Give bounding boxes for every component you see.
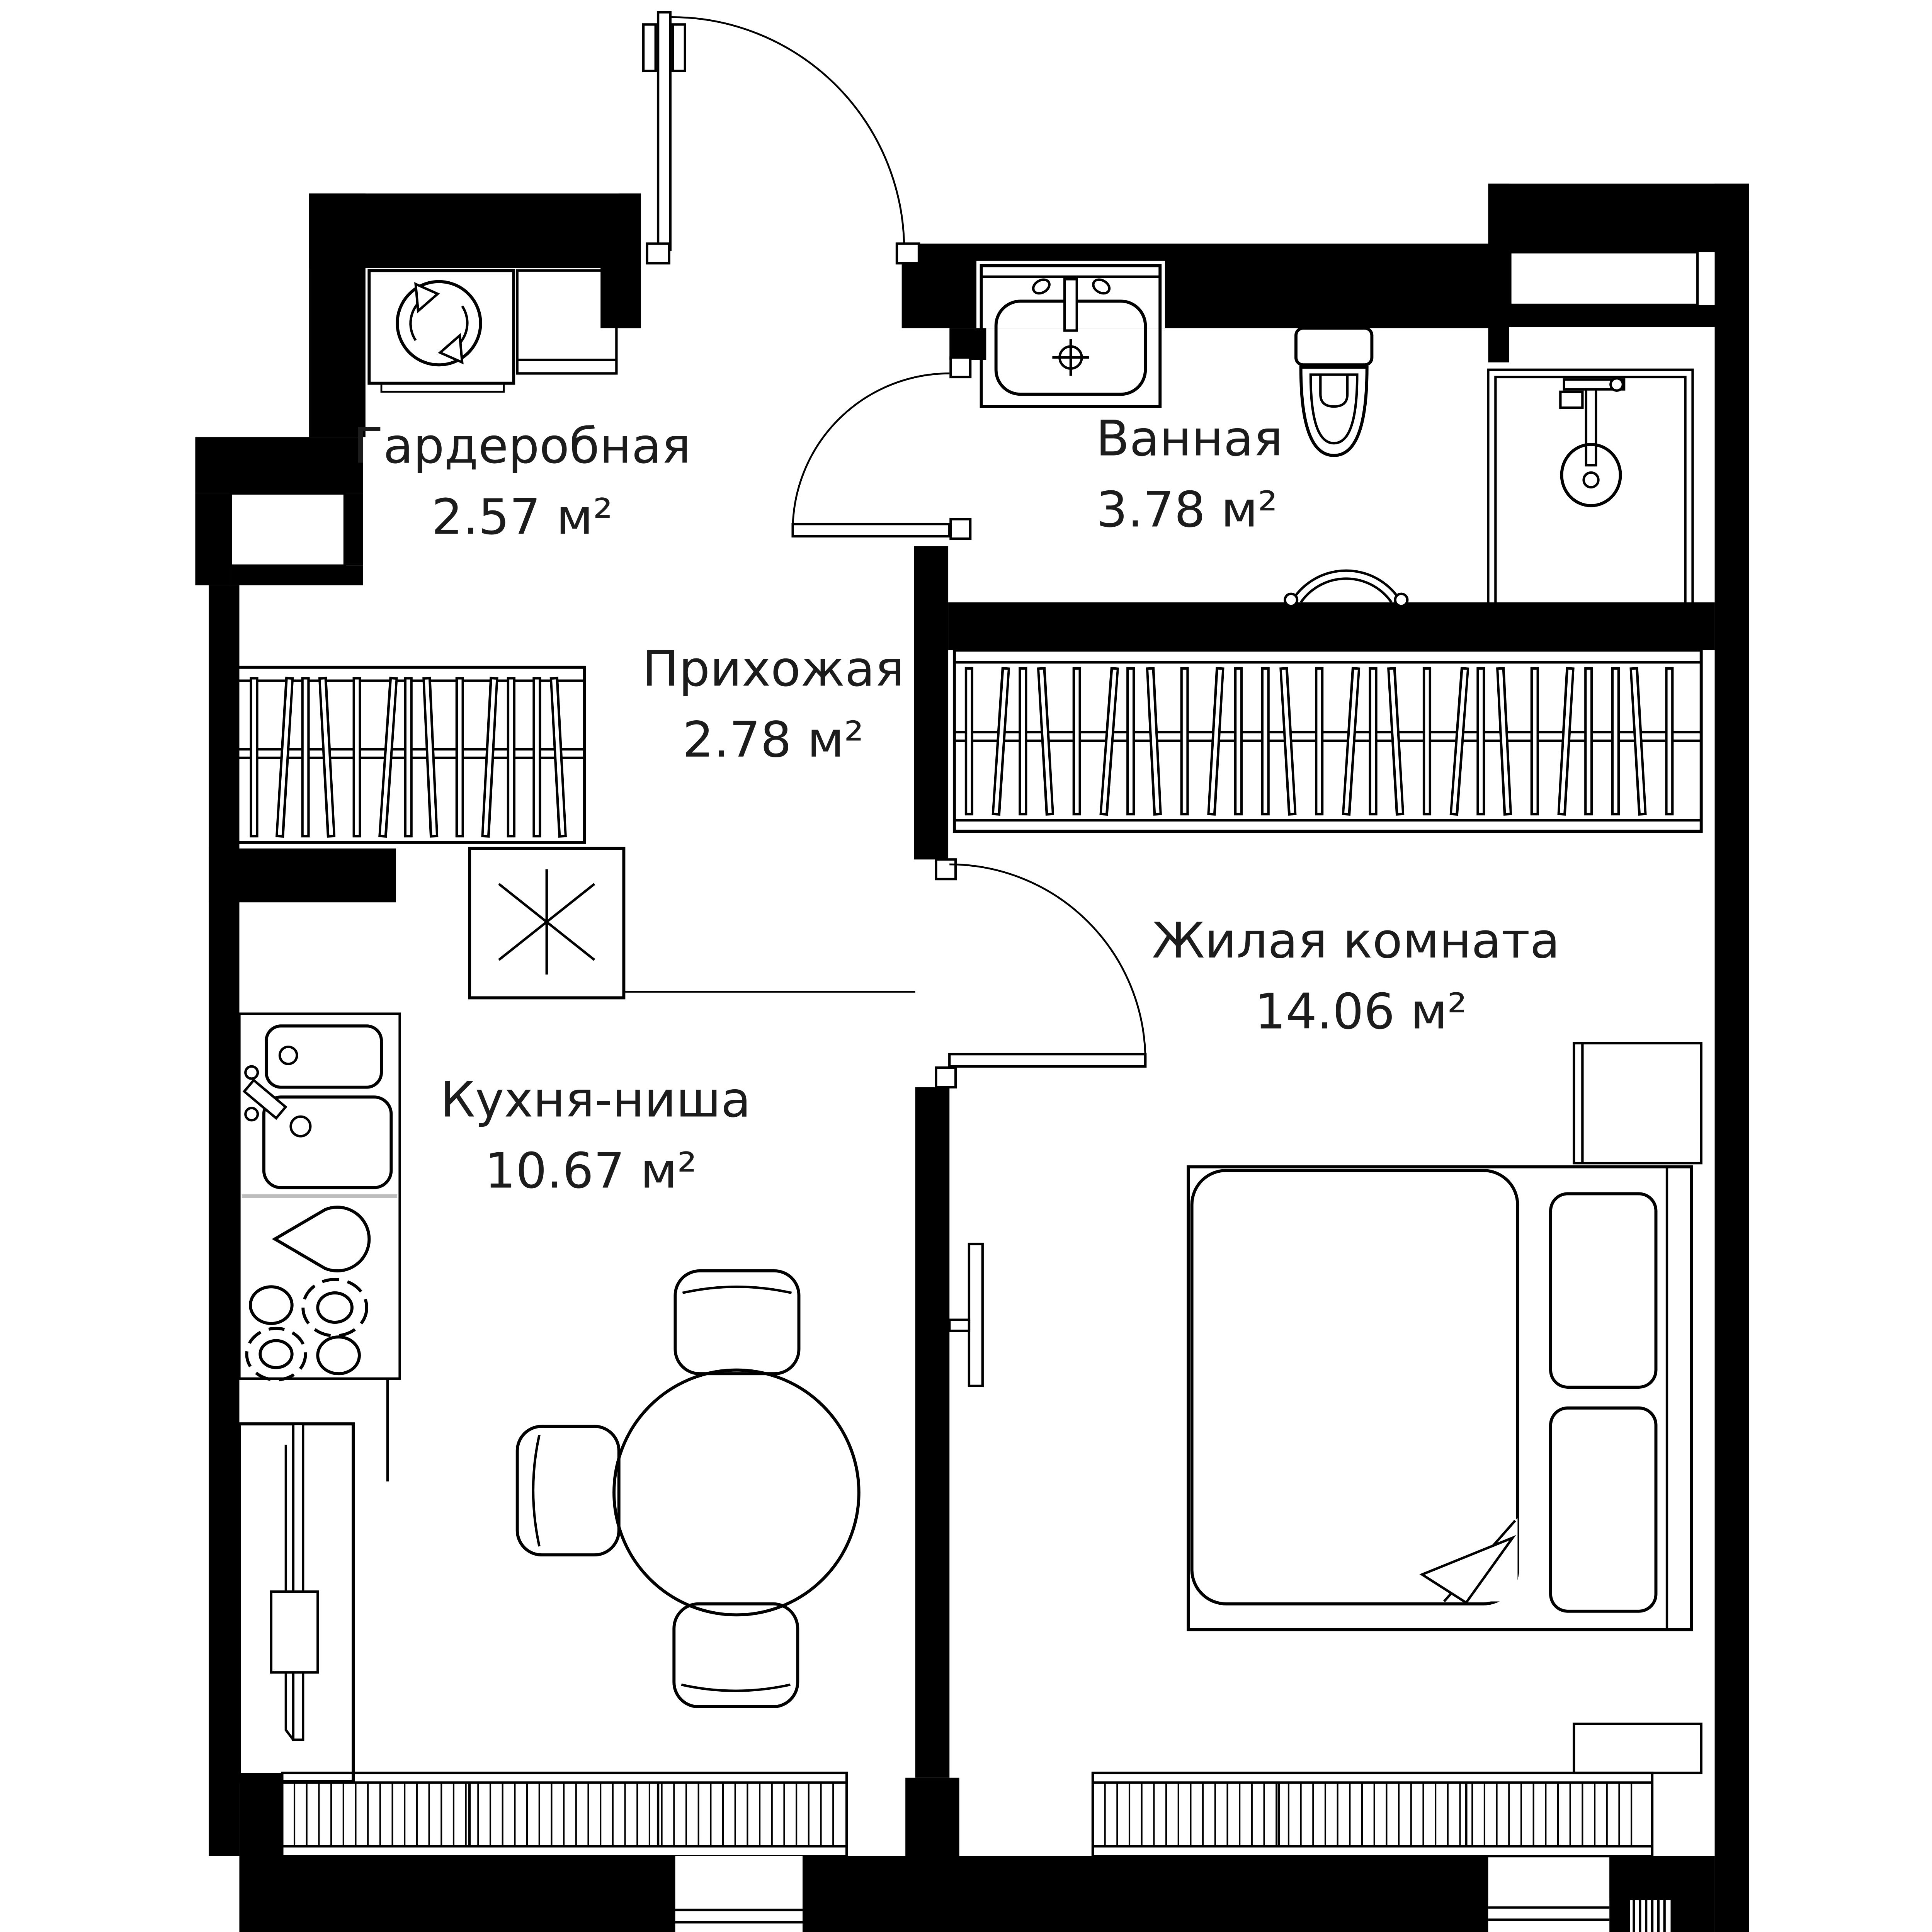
tv-panel-icon [948,1243,984,1387]
room-label-garderobnaya: Гардеробная [353,417,691,474]
left-wall-niche [230,492,346,567]
window-band-icon [281,1771,848,1857]
mattress-icon [1190,1169,1519,1605]
pillow-icon [1549,1192,1658,1389]
windows [281,1771,1671,1932]
entry-door-arc-icon [671,16,905,250]
entry-door-leaf-icon [656,11,672,251]
tall-cabinet-icon [238,1422,355,1783]
room-area-vannaya: 3.78 м² [1096,481,1277,538]
chair-icon [673,1269,801,1376]
kitchen [238,847,915,1783]
hanger-rail-icon [250,677,567,838]
dining-table-icon [612,1368,861,1617]
door-frame-icon [935,1066,957,1088]
room-area-zhilaya: 14.06 м² [1255,983,1467,1040]
vent-box-icon [468,847,915,1000]
kitchen-counter [238,1012,401,1481]
door-frame-icon [895,242,920,265]
entry-door [642,11,920,265]
toilet-icon [1294,327,1374,457]
vent-shaft-icon [1630,1900,1671,1932]
room-label-vannaya: Ванная [1096,410,1283,467]
nightstand-icon [1573,1723,1702,1774]
water-drop-icon [272,1206,371,1272]
chair-icon [515,1425,621,1557]
top-right-shaft-niche [1509,251,1699,306]
bathroom-door [791,356,972,540]
blanket-fold-icon [1419,1535,1516,1604]
stove-burners-icon [245,1278,368,1381]
room-area-garderobnaya: 2.57 м² [432,488,613,545]
pillow-icon [1549,1406,1658,1613]
towel-rail-icon [1284,569,1409,607]
bath-sink-icon [980,264,1162,408]
room-label-kuhnya: Кухня-ниша [440,1071,751,1128]
faucet-icon [242,1078,287,1120]
living-door-arc-icon [949,863,1146,1060]
shower-drain-icon [1560,443,1622,507]
door-frame-icon [949,356,972,379]
nightstand-icon [1573,1042,1702,1165]
labels: Гардеробная 2.57 м² Ванная 3.78 м² Прихо… [353,410,1560,1199]
room-area-prihozhaya: 2.78 м² [683,711,864,768]
chair-icon [672,1602,799,1708]
bath-door-leaf-icon [791,522,951,538]
door-frame-icon [949,518,972,540]
wardrobe-hanger-unit-left [213,665,586,844]
door-frame-icon [935,858,957,881]
bottom-window-opening [675,1856,803,1932]
living-room [935,648,1703,1774]
wardrobe-hanger-unit-right [952,648,1703,833]
room-area-kuhnya: 10.67 м² [485,1142,697,1199]
bathroom [791,260,1694,612]
living-door [935,858,1147,1088]
shower-stem-icon [1585,388,1597,467]
living-door-leaf-icon [948,1053,1147,1068]
shelf-icon [516,269,618,375]
window-band-icon [1091,1771,1654,1857]
hanger-rail-icon [964,667,1674,816]
bottom-window-opening [1488,1900,1610,1932]
door-hinge-bracket-icon [642,23,657,72]
faucet-icon [1063,278,1078,332]
bath-door-arc-icon [792,372,950,530]
bed-icon [1187,1165,1693,1631]
wardrobe-room [213,269,618,844]
wall-niches [230,251,1699,567]
shower-icon [1487,368,1694,612]
kitchen-sink-icon [242,1024,393,1189]
door-frame-icon [646,242,670,265]
door-hinge-bracket-icon [671,23,686,72]
room-label-prihozhaya: Прихожая [642,640,905,697]
washing-machine-icon [367,269,515,393]
room-label-zhilaya: Жилая комната [1152,912,1560,969]
